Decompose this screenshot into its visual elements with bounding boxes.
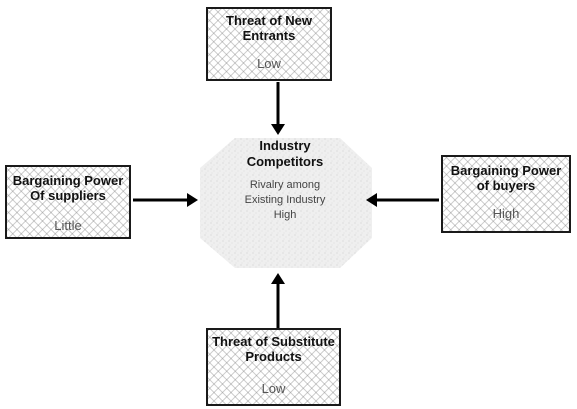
- threat-substitutes-value: Low: [261, 381, 286, 396]
- buyer-power-box: Bargaining Power of buyers High: [441, 155, 571, 233]
- rivalry-text: Rivalry among Existing Industry High: [200, 178, 370, 223]
- threat-substitutes-box: Threat of Substitute Products Low: [206, 328, 341, 406]
- industry-competitors-octagon: [200, 138, 372, 268]
- threat-new-entrants-value: Low: [257, 56, 281, 71]
- supplier-power-value: Little: [54, 218, 82, 233]
- arrow-right-head: [366, 193, 377, 207]
- industry-competitors-title: Industry Competitors: [246, 138, 324, 169]
- threat-substitutes-title: Threat of Substitute Products: [212, 334, 335, 364]
- arrow-left-head: [187, 193, 198, 207]
- threat-new-entrants-box: Threat of New Entrants Low: [206, 7, 332, 81]
- supplier-power-box: Bargaining Power Of suppliers Little: [5, 165, 131, 239]
- threat-new-entrants-title: Threat of New Entrants: [226, 13, 312, 43]
- rivalry-value: High: [273, 209, 297, 221]
- supplier-power-title: Bargaining Power Of suppliers: [12, 173, 124, 203]
- buyer-power-title: Bargaining Power of buyers: [450, 163, 562, 193]
- buyer-power-value: High: [492, 206, 520, 221]
- arrow-bottom-head: [271, 273, 285, 284]
- arrow-top-head: [271, 124, 285, 135]
- industry-competitors-label: Industry Competitors Rivalry among Exist…: [200, 138, 370, 223]
